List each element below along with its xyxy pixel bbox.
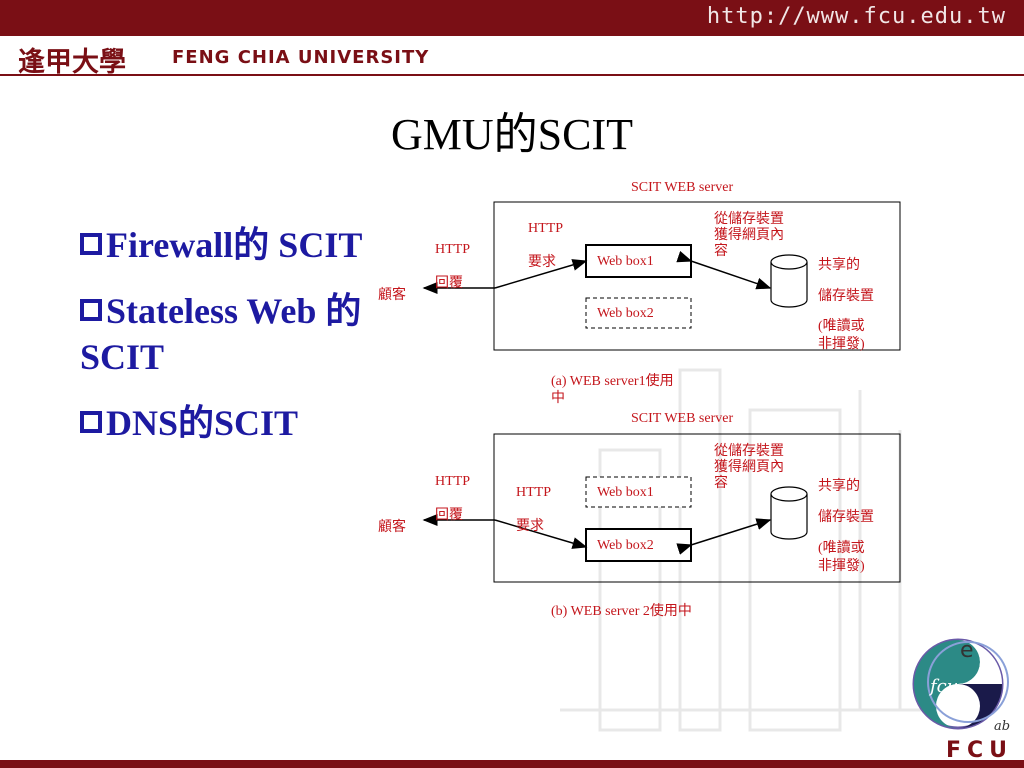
webbox2-label-b: Web box2 (597, 538, 654, 553)
server-title-b: SCIT WEB server (631, 411, 734, 426)
storage-label-a-1: 共享的 (818, 258, 860, 273)
storage-link-b (676, 518, 772, 555)
bullet-item: Stateless Web 的SCIT (80, 291, 362, 377)
http-reply-label-b-2: 回覆 (435, 508, 463, 523)
client-label-b: 顧客 (378, 520, 406, 535)
bullet-item: DNS的SCIT (80, 400, 380, 446)
bullet-list: Firewall的 SCIT Stateless Web 的SCIT DNS的S… (80, 222, 380, 466)
fetch-note-b-3: 容 (714, 476, 728, 491)
http-request-label-a-2: 要求 (528, 255, 556, 270)
request-arrow-b (494, 519, 588, 549)
webbox1-a-active (585, 244, 692, 278)
server-b-frame (493, 433, 901, 583)
http-reply-label-b: HTTP (435, 474, 470, 489)
logo-letter-bottom: e (960, 693, 974, 718)
storage-link-a (676, 250, 772, 290)
header-bar: http://www.fcu.edu.tw (0, 0, 1024, 36)
storage-label-b-4: 非揮發) (818, 559, 865, 574)
checkbox-bullet-icon (80, 299, 102, 321)
fetch-note-a-2: 獲得網頁內 (714, 228, 784, 243)
checkbox-bullet-icon (80, 233, 102, 255)
fetch-note-b-2: 獲得網頁內 (714, 460, 784, 475)
caption-a-2: 中 (551, 391, 565, 406)
request-arrow-a (494, 259, 588, 289)
bullet-item: Firewall的 SCIT (80, 222, 380, 268)
logo-letter-ab: ab (994, 719, 1010, 734)
storage-label-b-3: (唯讀或 (818, 541, 865, 556)
header-url: http://www.fcu.edu.tw (706, 4, 1006, 29)
footer-bar (0, 760, 1024, 768)
fetch-note-b-1: 從儲存裝置 (714, 444, 784, 459)
fcu-e-lab-logo-icon: e fcu e ab (912, 638, 1010, 734)
fetch-note-a-3: 容 (714, 244, 728, 259)
header-divider (0, 74, 1024, 76)
checkbox-bullet-icon (80, 411, 102, 433)
university-logo-chinese: 逢甲大學 (18, 47, 126, 78)
logo-letter-fcu: fcu (928, 676, 958, 697)
fcu-logo-mark: FCU (946, 738, 1014, 763)
http-request-label-b-2: 要求 (516, 519, 544, 534)
http-request-label-a: HTTP (528, 221, 563, 236)
webbox2-a-standby (585, 297, 692, 329)
server-title-a: SCIT WEB server (631, 180, 734, 195)
webbox1-b-standby (585, 476, 692, 508)
storage-label-b-2: 儲存裝置 (818, 510, 874, 525)
fetch-note-a-1: 從儲存裝置 (714, 212, 784, 227)
server-a-frame (493, 201, 901, 351)
caption-a-1: (a) WEB server1使用 (551, 374, 674, 389)
http-reply-label-a: HTTP (435, 242, 470, 257)
storage-label-b-1: 共享的 (818, 479, 860, 494)
storage-label-a-4: 非揮發) (818, 337, 865, 352)
client-label-a: 顧客 (378, 288, 406, 303)
storage-cylinder-b (770, 486, 808, 540)
webbox1-label-a: Web box1 (597, 254, 654, 269)
http-reply-label-a-2: 回覆 (435, 276, 463, 291)
storage-label-a-2: 儲存裝置 (818, 289, 874, 304)
http-request-label-b: HTTP (516, 485, 551, 500)
storage-cylinder-a (770, 254, 808, 308)
university-logo-english: FENG CHIA UNIVERSITY (172, 47, 430, 68)
caption-b: (b) WEB server 2使用中 (551, 604, 692, 619)
slide-title: GMU的SCIT (390, 110, 634, 159)
webbox1-label-b: Web box1 (597, 485, 654, 500)
webbox2-label-a: Web box2 (597, 306, 654, 321)
storage-label-a-3: (唯讀或 (818, 319, 865, 334)
logo-letter-top: e (960, 638, 974, 663)
